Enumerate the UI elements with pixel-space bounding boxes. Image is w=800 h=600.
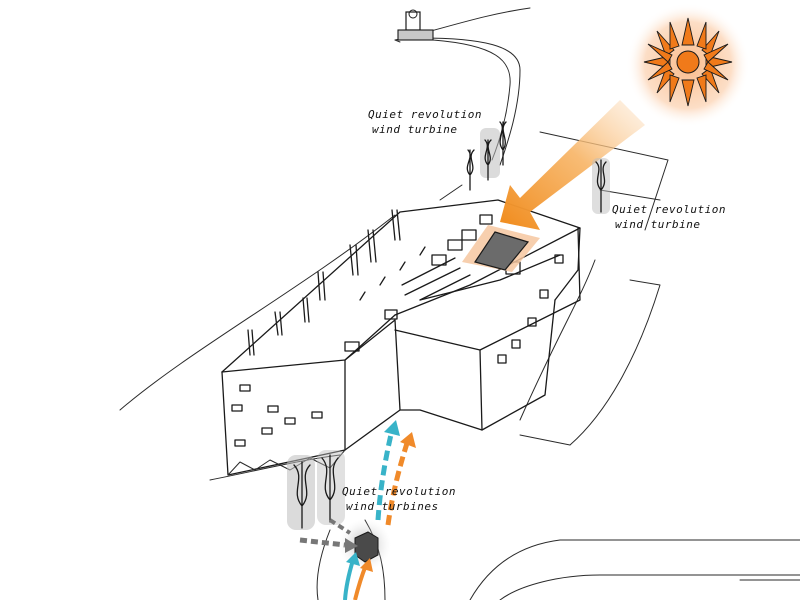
- label-turbine-top: Quiet revolution wind turbine: [368, 108, 482, 136]
- label-turbine-bottom: Quiet revolution wind turbines: [342, 485, 456, 513]
- wind-turbine-group-top: [466, 121, 507, 191]
- roof-skylights: [344, 214, 521, 352]
- label-line: wind turbine: [615, 218, 700, 231]
- turbine-icon: [484, 139, 492, 181]
- turbine-icon: [466, 149, 475, 191]
- label-line: Quiet revolution: [612, 203, 726, 216]
- label-line: Quiet revolution: [368, 108, 482, 121]
- building-right-block: [394, 227, 581, 431]
- label-line: Quiet revolution: [342, 485, 456, 498]
- air-flow-arrows: [299, 420, 416, 600]
- sun-icon: [626, 3, 750, 127]
- water-tower-icon: [397, 9, 434, 41]
- roof-vent-stacks: [247, 209, 401, 356]
- wind-turbine-group-bottom: [287, 450, 345, 530]
- wind-turbine-right: [592, 158, 610, 214]
- heat-exchanger-box-icon: [339, 519, 391, 571]
- label-line: wind turbine: [372, 123, 457, 136]
- label-turbine-right: Quiet revolution wind turbine: [612, 203, 726, 231]
- turbine-icon: [499, 121, 507, 166]
- label-line: wind turbines: [346, 500, 439, 513]
- roof-solar-panel: [462, 225, 540, 272]
- solar-energy-arrow: [500, 100, 645, 230]
